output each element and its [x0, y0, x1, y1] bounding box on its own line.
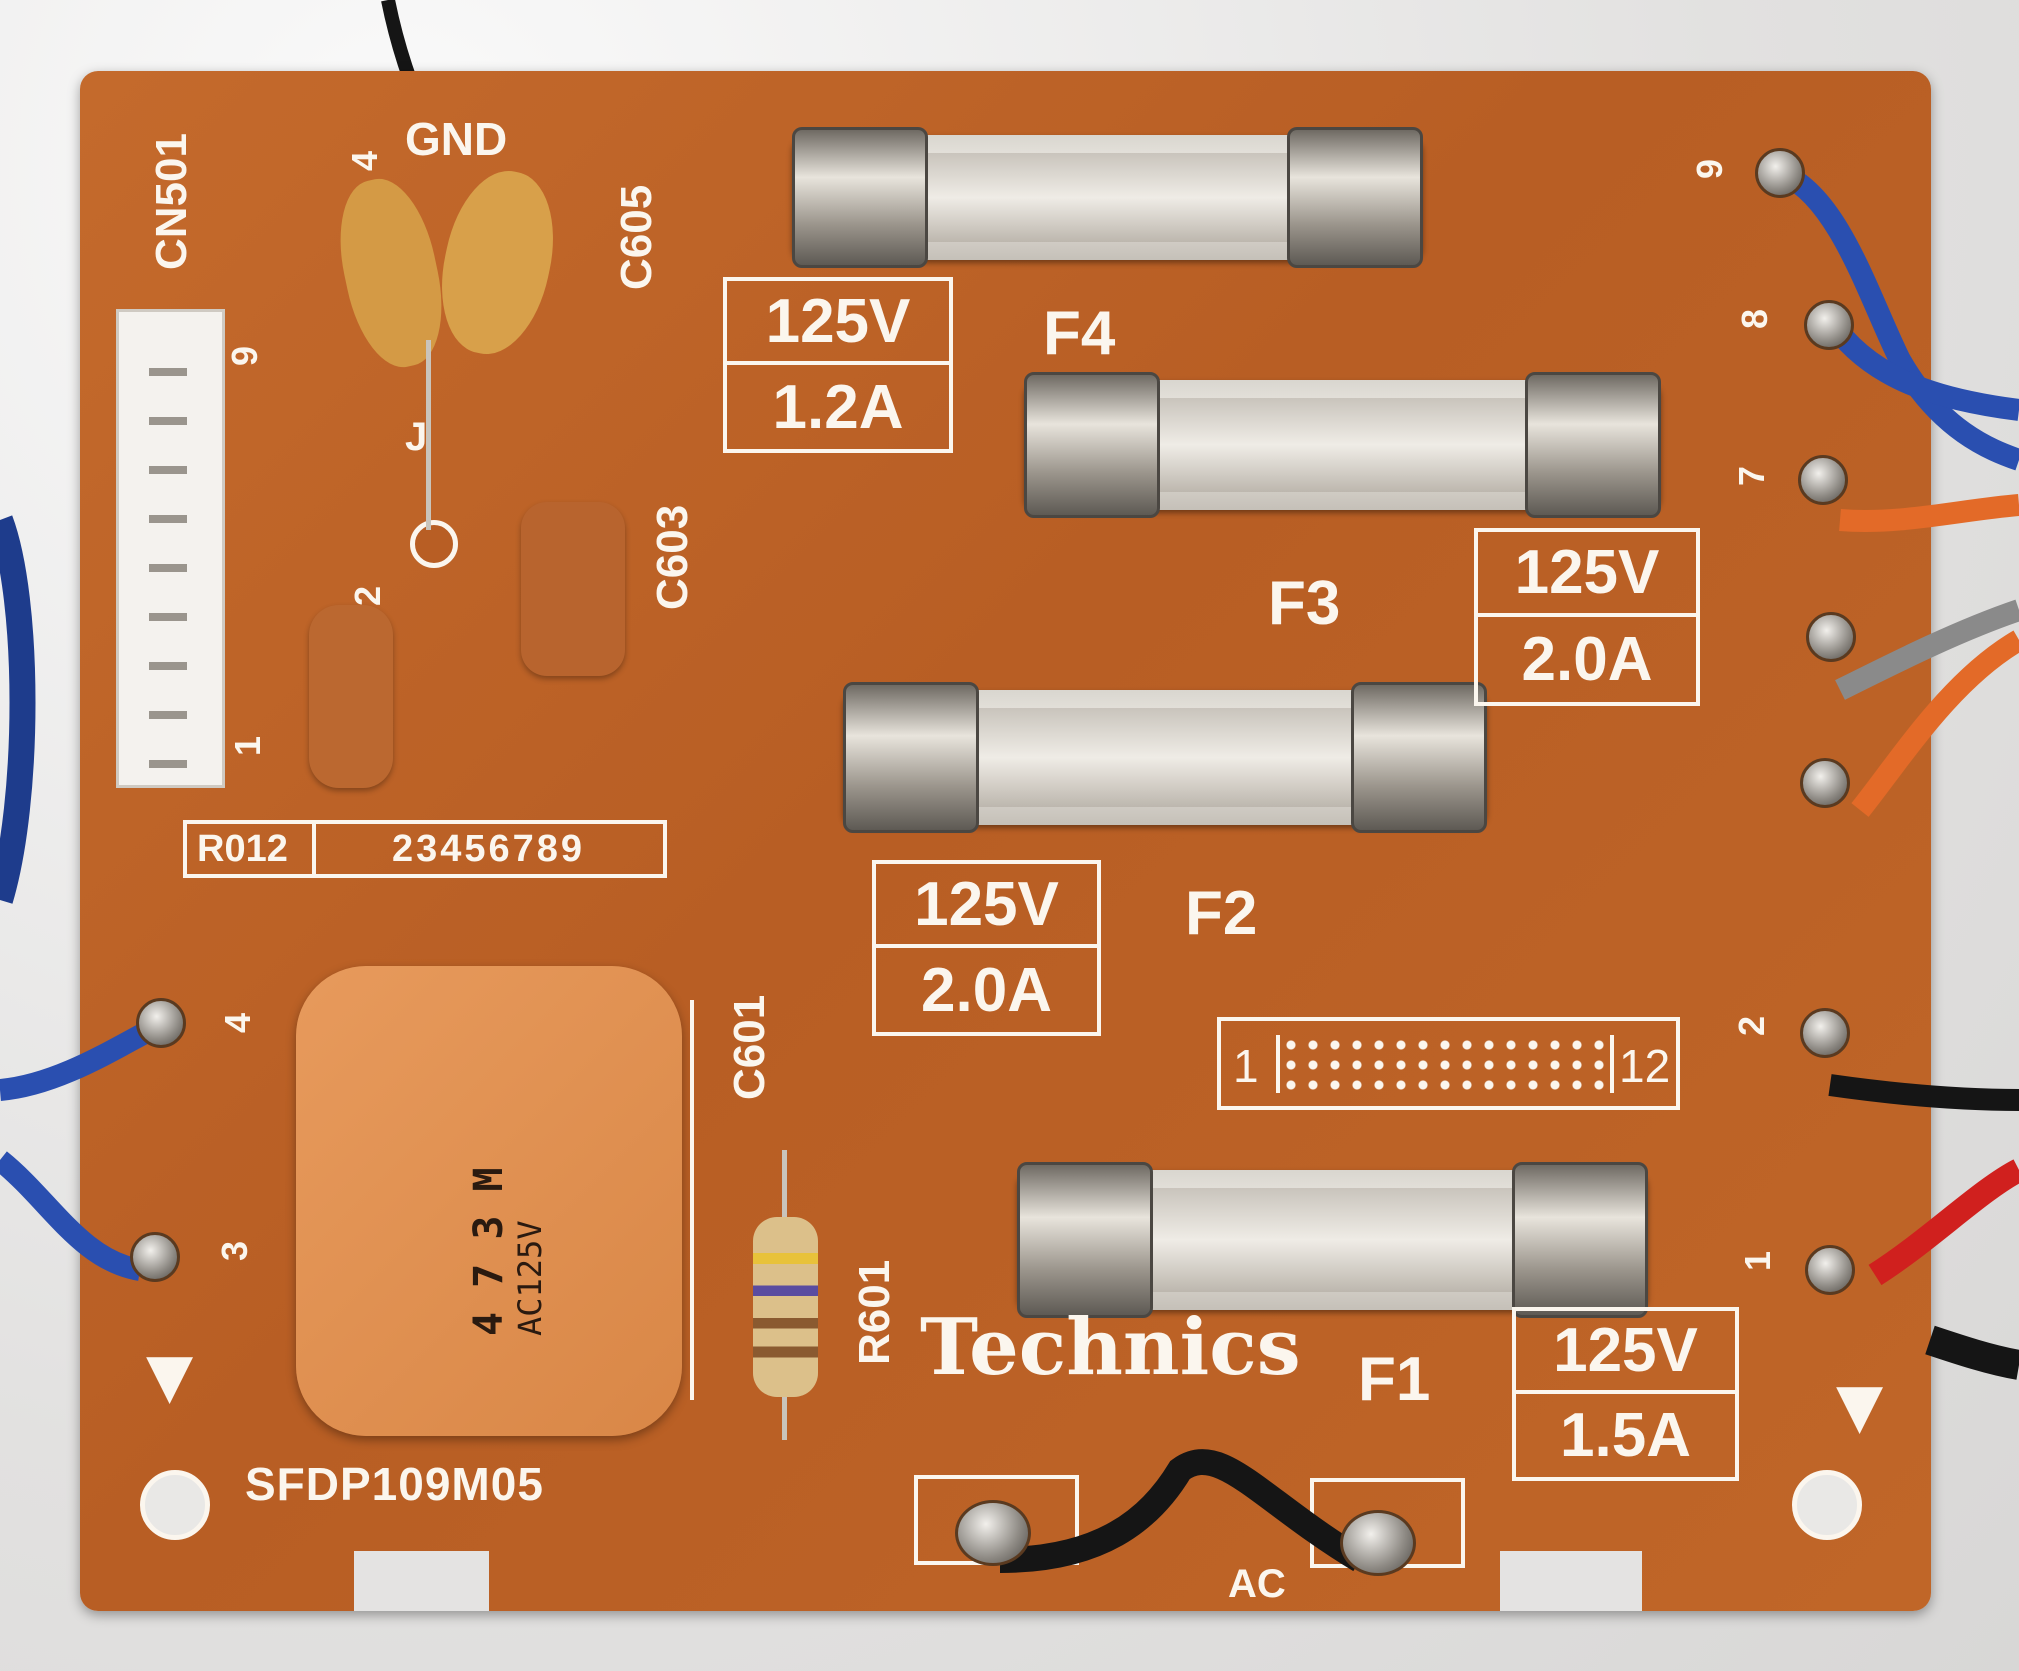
fuse-f3-rating: 125V 2.0A: [1424, 528, 1738, 706]
fuse-f4-rating: 125V 1.2A: [673, 277, 991, 453]
ribbon-connector-footprint: 1 12: [1217, 1017, 1680, 1110]
fuse-f1: [1017, 1162, 1648, 1318]
fuse-f2-rating: 125V 2.0A: [822, 860, 1139, 1036]
divider: [312, 824, 316, 874]
wire-black-2: [1828, 1074, 2019, 1111]
r012-digits: 23456789: [392, 828, 586, 870]
f1-voltage: 125V: [1512, 1307, 1739, 1394]
f1-label: F1: [1358, 1345, 1431, 1414]
right-pin-label: 9: [1689, 158, 1731, 180]
wire-blue-9: [1779, 164, 2019, 471]
ribbon-pin-grid: [1276, 1035, 1614, 1093]
wire-blue-4: [0, 1015, 165, 1101]
capacitor-2: [309, 605, 393, 788]
f2-voltage: 125V: [872, 860, 1101, 948]
wire-orange: [1851, 630, 2019, 817]
left-pin-label: 4: [217, 1012, 259, 1034]
ribbon-pin-start: 1: [1233, 1040, 1259, 1092]
film-capacitor-c601: 4 7 3 M AC125V: [296, 966, 682, 1436]
f1-current: 1.5A: [1512, 1394, 1739, 1481]
f4-label: F4: [1043, 299, 1116, 368]
c601-outline: [690, 1000, 694, 1400]
solder-pad-3: [130, 1232, 180, 1282]
wire-black-right: [1925, 1325, 2019, 1380]
f3-label: F3: [1268, 569, 1341, 638]
f3-voltage: 125V: [1474, 528, 1700, 617]
f2-current: 2.0A: [872, 948, 1101, 1036]
solder-pad-9: [1755, 148, 1805, 198]
mounting-hole: [140, 1470, 210, 1540]
wire-blue-8: [1820, 313, 2019, 421]
solder-pad-1: [1805, 1245, 1855, 1295]
right-pin-label: 8: [1734, 308, 1776, 330]
left-pin-label: 3: [214, 1240, 256, 1262]
part-number: SFDP109M05: [245, 1458, 544, 1510]
ac-solder-joint: [955, 1500, 1031, 1566]
right-pin-label: 1: [1737, 1250, 1779, 1272]
mounting-hole: [1792, 1470, 1862, 1540]
screw-icon: ▼: [130, 1331, 210, 1420]
fuse-f4: [792, 127, 1423, 268]
solder-pad-8: [1804, 300, 1854, 350]
cn501-connector: [116, 309, 225, 788]
fuse-f2: [843, 682, 1487, 833]
ribbon-pin-end: 12: [1619, 1040, 1671, 1092]
board-notch: [1500, 1551, 1642, 1611]
ac-solder-joint: [1340, 1510, 1416, 1576]
fuse-f3: [1024, 372, 1661, 518]
right-pin-label: 2: [1731, 1015, 1773, 1037]
wire-ac-black: [999, 1449, 1367, 1573]
jumper-pad: [410, 520, 458, 568]
board-notch: [354, 1551, 489, 1611]
wire-gray: [1835, 599, 2019, 700]
solder-pad: [1806, 612, 1856, 662]
f2-label: F2: [1185, 879, 1258, 948]
brand-logo: Technics: [920, 1302, 1301, 1393]
resistor-r601: [753, 1217, 818, 1397]
jumper-label: J: [405, 415, 428, 459]
screw-icon: ▼: [1820, 1361, 1900, 1450]
f4-current: 1.2A: [723, 365, 953, 453]
connector-pins: [149, 332, 187, 772]
wire-left-blue-arc: [0, 515, 36, 904]
resistor-array-box: R012 23456789: [183, 820, 667, 878]
solder-pad: [1800, 758, 1850, 808]
wire-red-1: [1868, 1159, 2019, 1286]
ac-label: AC: [1228, 1562, 1286, 1606]
capacitor-c603: [521, 502, 625, 676]
r012-label: R012: [197, 828, 288, 870]
f4-voltage: 125V: [723, 277, 953, 365]
jumper-wire: [426, 340, 431, 530]
wire-orange-7: [1839, 494, 2019, 533]
f3-current: 2.0A: [1474, 617, 1700, 706]
solder-pad-2: [1800, 1008, 1850, 1058]
wire-blue-3: [0, 1151, 143, 1281]
solder-pad-4: [136, 998, 186, 1048]
right-pin-label: 7: [1731, 465, 1773, 487]
fuse-f1-rating: 125V 1.5A: [1462, 1307, 1777, 1481]
solder-pad-7: [1798, 455, 1848, 505]
gnd-label: GND: [405, 113, 508, 165]
